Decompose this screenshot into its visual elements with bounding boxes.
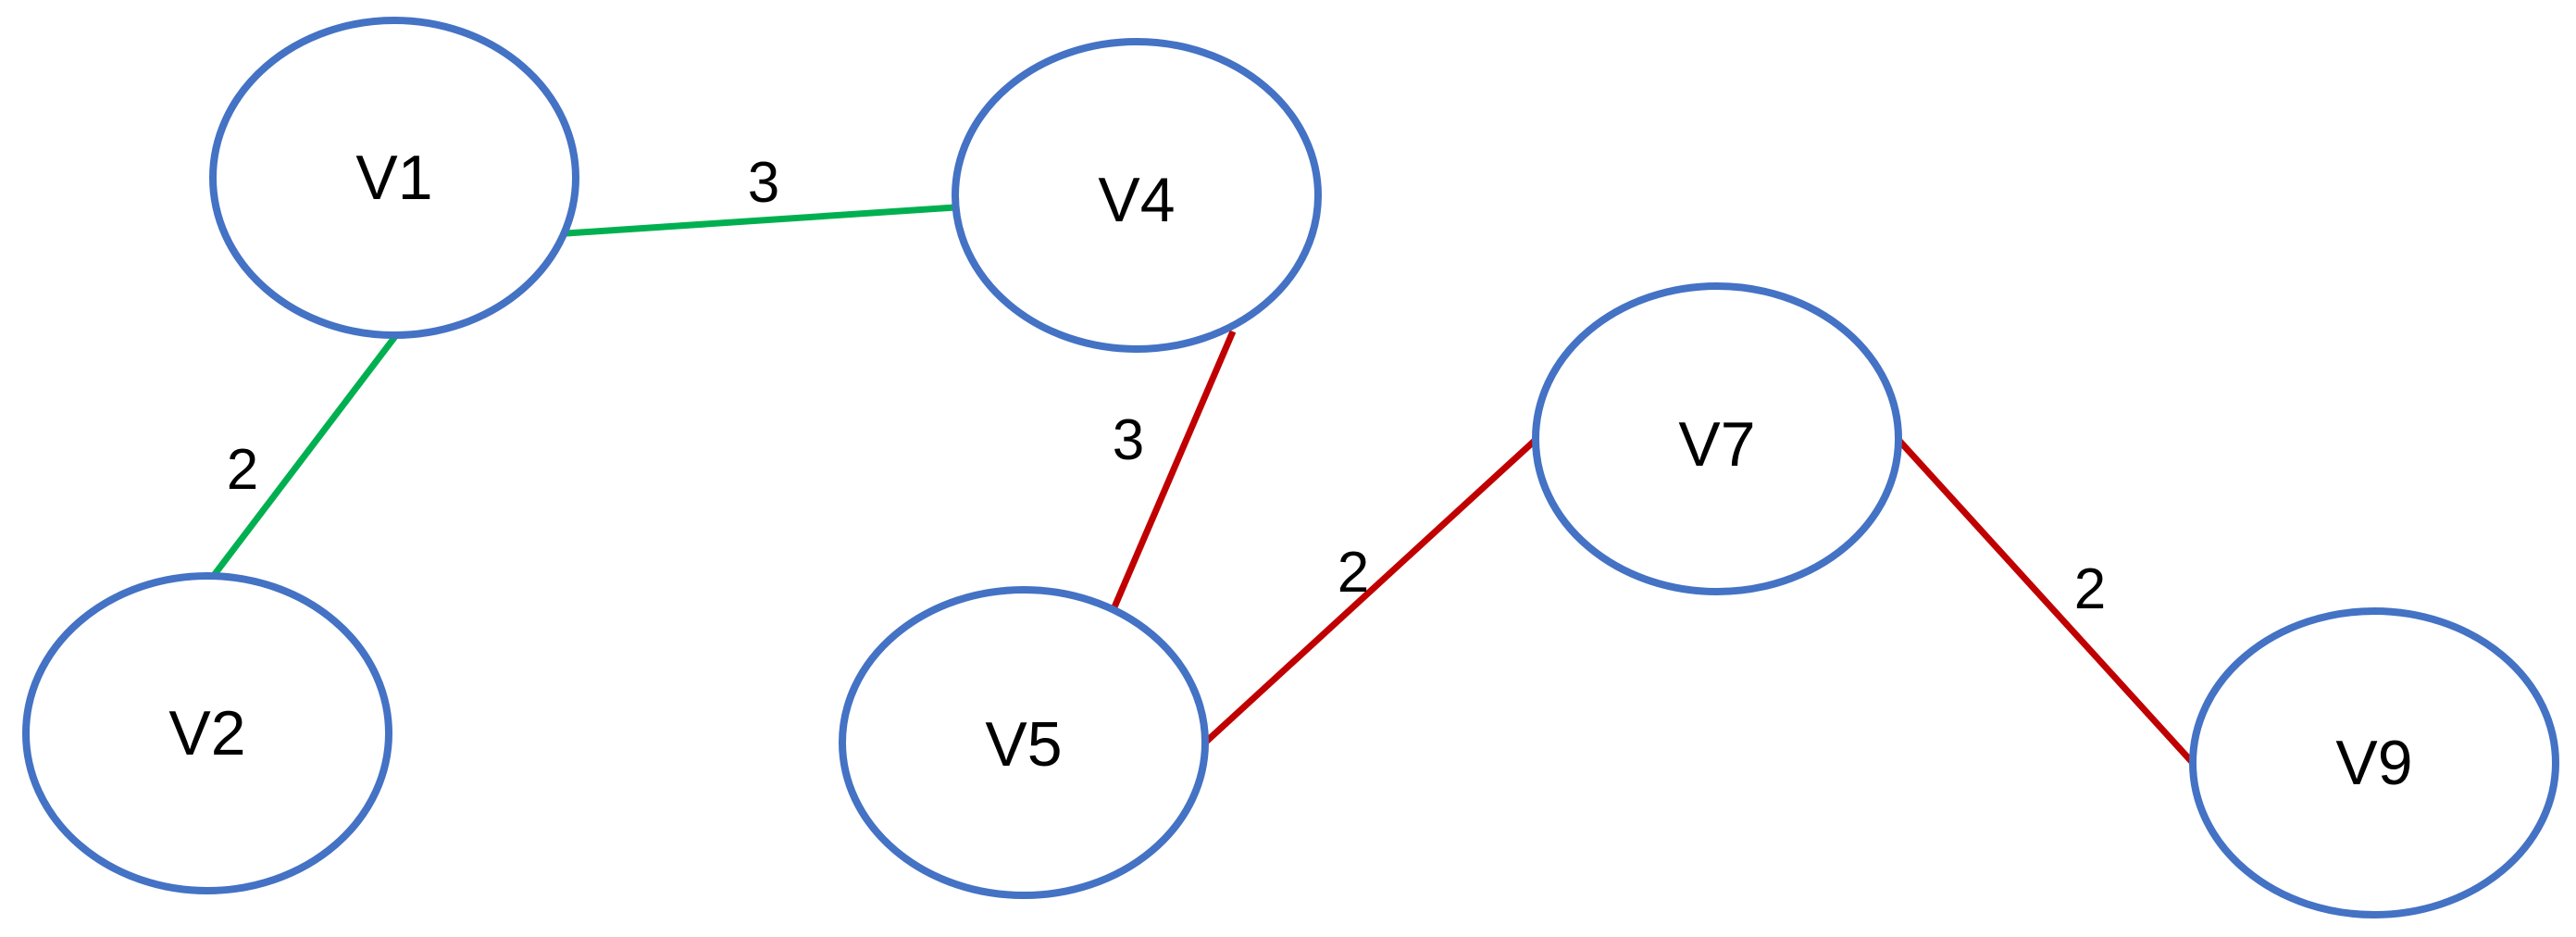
edge-weight-v1-v2: 2 [227,438,258,502]
node-v7-label: V7 [1678,409,1755,480]
node-v5-circle [839,586,1209,899]
edge-weight-v5-v7: 2 [1338,541,1369,605]
node-v4: V4 [952,38,1322,353]
edge-weight-v7-v9: 2 [2074,557,2106,621]
edge-labels: 3 2 3 2 2 [227,151,2106,621]
edge-v7-v9 [1897,438,2196,766]
node-v1-circle [209,17,579,339]
node-v1-label: V1 [355,143,432,213]
edge-v1-v2 [206,332,399,584]
edge-weight-v4-v5: 3 [1113,408,1144,472]
node-v1: V1 [209,17,579,339]
node-v9-circle [2189,607,2559,918]
edges [206,204,2196,766]
node-v7-circle [1532,282,1902,595]
node-v2-label: V2 [168,698,245,768]
node-v9: V9 [2189,607,2559,918]
node-v9-label: V9 [2335,728,2412,798]
node-v5-label: V5 [985,709,1062,780]
edge-v4-v5 [1110,330,1237,611]
nodes: V1 V2 V4 V5 V7 V9 [22,17,2559,918]
node-v7: V7 [1532,282,1902,595]
edge-v5-v7 [1202,436,1539,745]
node-v5: V5 [839,586,1209,899]
edge-weight-v1-v4: 3 [748,151,779,215]
node-v4-circle [952,38,1322,353]
node-v2: V2 [22,572,392,894]
node-v2-circle [22,572,392,894]
node-v4-label: V4 [1098,165,1175,235]
edge-v1-v4 [566,204,956,237]
